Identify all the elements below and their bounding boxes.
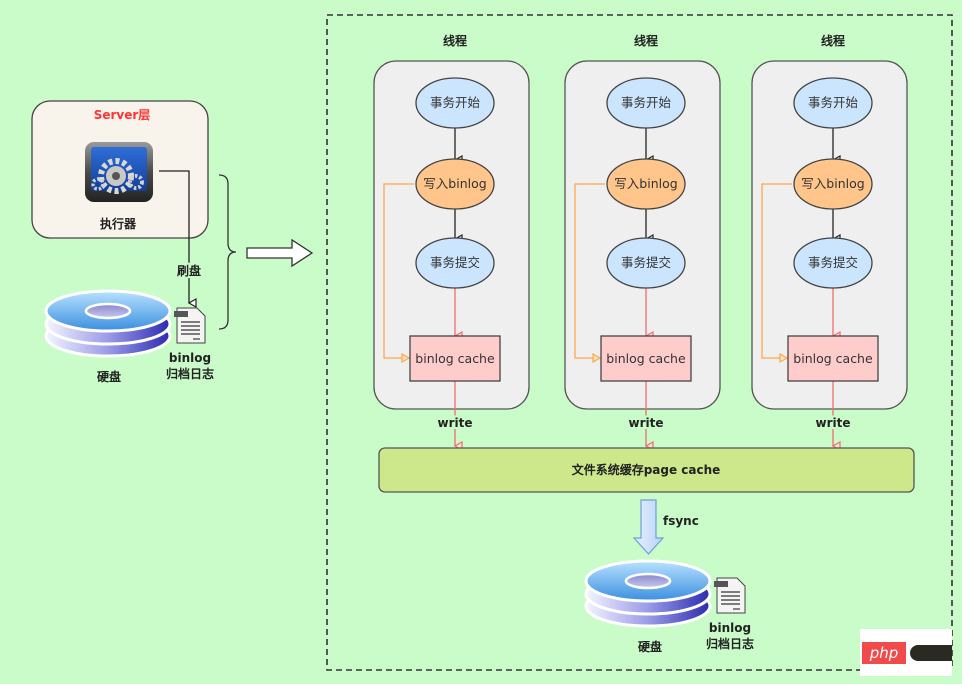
server-layer: Server层 执行器 xyxy=(31,100,209,239)
node-transaction-commit xyxy=(793,237,873,289)
page-cache-box xyxy=(378,447,915,493)
bottom-disk-icon xyxy=(584,559,712,628)
thread-box xyxy=(751,60,908,410)
curly-brace xyxy=(218,174,237,330)
arrow-write-binlog-to-cache xyxy=(383,183,414,358)
binlog-cache-box xyxy=(600,335,692,382)
flush-label: 刷盘 xyxy=(177,263,201,278)
thread-title: 线程 xyxy=(443,33,467,48)
watermark: php xyxy=(860,629,952,676)
binlog-file-label-line2: 归档日志 xyxy=(166,366,214,381)
thread-box xyxy=(373,60,530,410)
thread-title: 线程 xyxy=(634,33,658,48)
write-label: write xyxy=(438,416,473,430)
bottom-binlog-file-label-line1: binlog xyxy=(709,621,751,635)
flush-arrow xyxy=(159,170,189,303)
node-transaction-start xyxy=(793,77,873,129)
write-label: write xyxy=(629,416,664,430)
watermark-dark-block xyxy=(910,645,952,661)
node-transaction-start xyxy=(606,77,686,129)
node-write-binlog-label: 写入binlog xyxy=(423,176,486,191)
node-write-binlog xyxy=(606,158,686,210)
thread-box xyxy=(564,60,721,410)
binlog-cache-label: binlog cache xyxy=(415,351,495,366)
node-transaction-commit-label: 事务提交 xyxy=(808,255,858,270)
node-write-binlog xyxy=(415,158,495,210)
node-transaction-start-label: 事务开始 xyxy=(621,95,672,110)
disk-icon xyxy=(44,289,172,358)
bottom-disk-label: 硬盘 xyxy=(638,639,662,654)
fsync-label: fsync xyxy=(663,514,699,528)
server-layer-title: Server层 xyxy=(94,108,151,122)
thread-title: 线程 xyxy=(821,33,845,48)
disk-label: 硬盘 xyxy=(97,369,121,384)
binlog-cache-label: binlog cache xyxy=(606,351,686,366)
node-transaction-commit xyxy=(606,237,686,289)
node-transaction-start-label: 事务开始 xyxy=(430,95,481,110)
binlog-cache-box xyxy=(409,335,501,382)
arrow-write-binlog-to-cache xyxy=(574,183,605,358)
executor-label: 执行器 xyxy=(100,216,137,231)
binlog-file-label-line1: binlog xyxy=(169,351,211,365)
node-transaction-commit-label: 事务提交 xyxy=(430,255,480,270)
write-label: write xyxy=(816,416,851,430)
right-arrow-icon xyxy=(246,238,314,268)
node-transaction-start-label: 事务开始 xyxy=(808,95,859,110)
arrow-write-binlog-to-cache xyxy=(761,183,792,358)
node-write-binlog-label: 写入binlog xyxy=(614,176,677,191)
binlog-cache-box xyxy=(787,335,879,382)
fsync-arrow-icon xyxy=(632,499,665,555)
node-transaction-commit xyxy=(415,237,495,289)
binlog-file-icon xyxy=(174,307,206,344)
node-transaction-commit-label: 事务提交 xyxy=(621,255,671,270)
node-transaction-start xyxy=(415,77,495,129)
bottom-binlog-file-icon xyxy=(714,577,746,614)
page-cache-label: 文件系统缓存page cache xyxy=(572,462,721,477)
gear-settings-icon xyxy=(85,142,153,202)
bottom-binlog-file-label-line2: 归档日志 xyxy=(706,636,754,651)
binlog-cache-label: binlog cache xyxy=(793,351,873,366)
node-write-binlog xyxy=(793,158,873,210)
dashed-region xyxy=(326,14,953,671)
watermark-php-logo: php xyxy=(862,642,906,664)
node-write-binlog-label: 写入binlog xyxy=(801,176,864,191)
